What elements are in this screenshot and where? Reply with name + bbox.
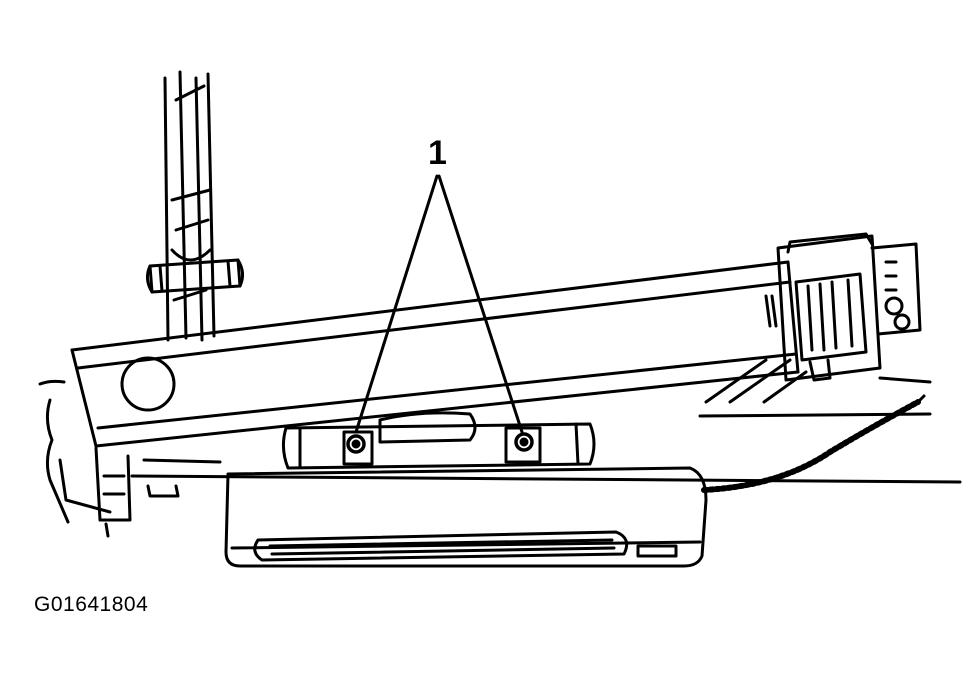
mounting-nut-right xyxy=(514,432,534,452)
vertical-post xyxy=(163,70,216,342)
rail-end-bracket xyxy=(776,232,922,382)
mounting-rail xyxy=(70,260,800,448)
left-lower-bracket xyxy=(38,379,180,538)
mounting-nut-left xyxy=(346,434,366,454)
post-clamp xyxy=(145,258,245,294)
figure-id: G01641804 xyxy=(34,593,149,616)
wiring-harness xyxy=(701,394,926,493)
callout-label: 1 xyxy=(428,134,447,172)
lamp-mount-plate xyxy=(281,411,596,470)
lamp-housing xyxy=(224,466,708,568)
callout-leader-lines xyxy=(354,174,524,434)
background-panel-lines xyxy=(130,358,962,484)
